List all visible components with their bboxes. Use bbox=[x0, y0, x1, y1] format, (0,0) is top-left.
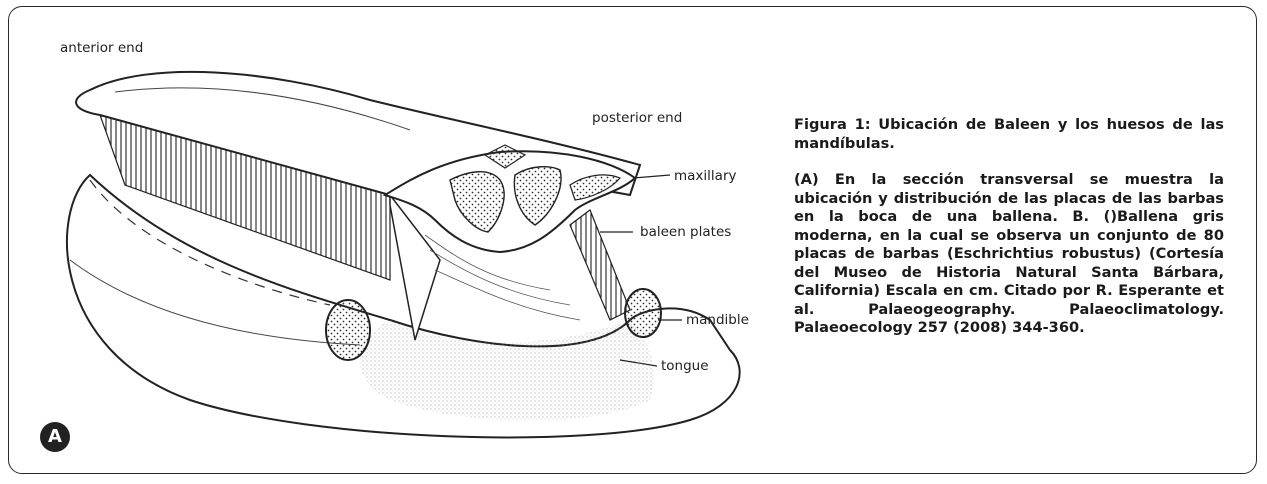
caption-body: (A) En la sección transversal se muestra… bbox=[794, 171, 1224, 338]
label-posterior-end: posterior end bbox=[592, 110, 682, 126]
label-maxillary: maxillary bbox=[674, 168, 736, 184]
label-mandible: mandible bbox=[686, 312, 749, 328]
panel-letter-badge: A bbox=[40, 422, 70, 452]
figure-caption: Figura 1: Ubicación de Baleen y los hues… bbox=[794, 116, 1224, 338]
whale-mouth-illustration bbox=[30, 20, 790, 470]
label-baleen-plates: baleen plates bbox=[640, 224, 731, 240]
label-anterior-end: anterior end bbox=[60, 40, 143, 56]
caption-title: Figura 1: Ubicación de Baleen y los hues… bbox=[794, 116, 1224, 153]
mandible-section-right bbox=[625, 289, 661, 337]
label-tongue: tongue bbox=[661, 358, 709, 374]
mandible-section-left bbox=[326, 300, 370, 360]
